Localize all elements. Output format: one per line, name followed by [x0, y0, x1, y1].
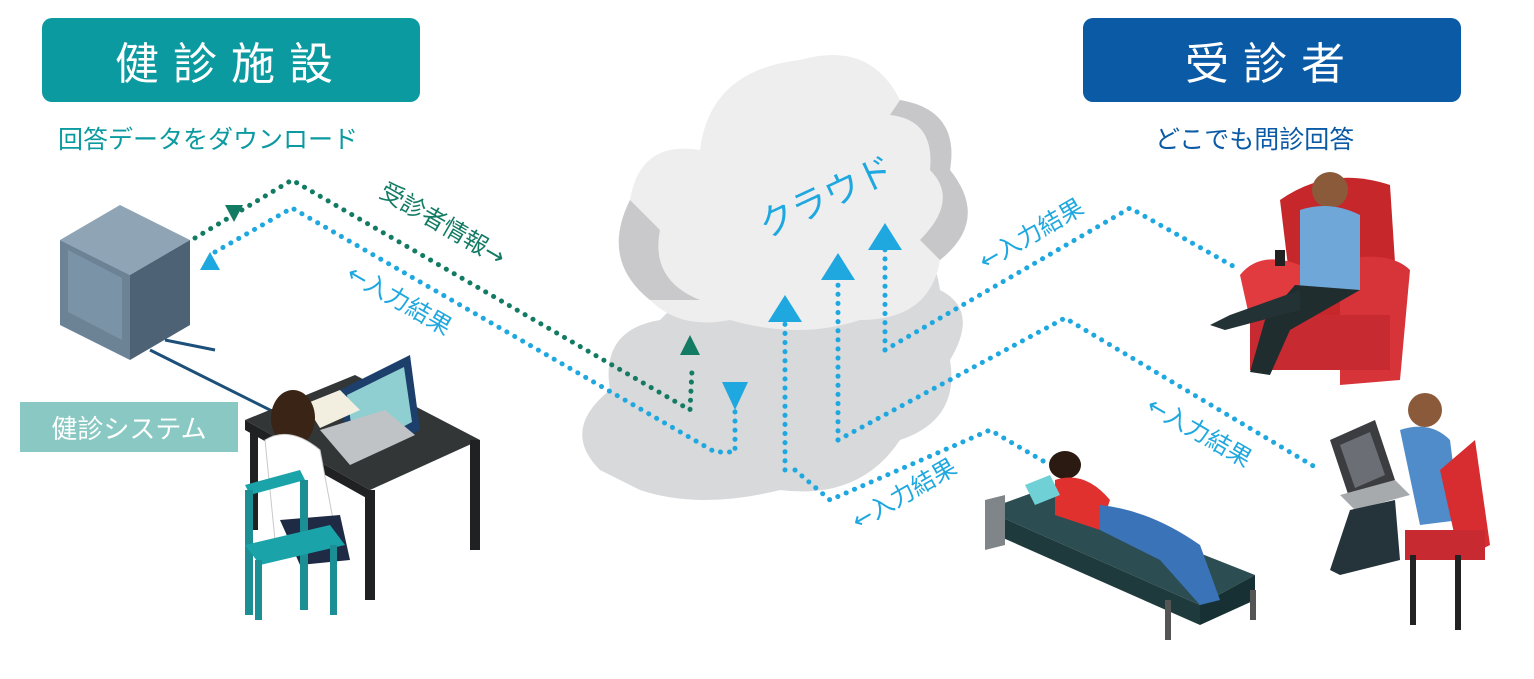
arrow-up-green [680, 335, 700, 355]
label-patient-info: 受診者情報→ [375, 177, 510, 271]
flow-top-right [882, 205, 1243, 353]
man-armchair-illustration [1210, 172, 1410, 385]
staff-desk-illustration [245, 355, 480, 620]
flow-bottom [792, 427, 1053, 503]
woman-sofa-illustration [985, 451, 1256, 640]
patient-header: 受診者 [1083, 18, 1461, 102]
facility-title: 健診施設 [115, 39, 347, 90]
system-label: 健診システム [20, 402, 238, 452]
arrow-up-2 [821, 253, 855, 280]
flow-patient-info [192, 177, 695, 415]
label-result-left: ←入力結果 [342, 259, 457, 341]
server-icon [60, 205, 291, 422]
arrow-up-1 [768, 295, 802, 322]
facility-subtitle: 回答データをダウンロード [58, 125, 359, 154]
flow-mid-right [835, 315, 1323, 473]
cloud-icon [582, 55, 968, 500]
patient-subtitle: どこでも問診回答 [1155, 125, 1355, 154]
man-laptop-illustration [1330, 393, 1490, 630]
arrow-up-3 [868, 223, 902, 250]
facility-header: 健診施設 [42, 18, 420, 102]
patient-title: 受診者 [1185, 39, 1359, 90]
arrow-down-green [225, 205, 243, 222]
label-result-top-right: ←入力結果 [974, 193, 1089, 275]
arrow-up-blue-left [200, 252, 220, 270]
label-result-mid-right: ←入力結果 [1142, 391, 1257, 473]
arrow-down-blue [722, 382, 748, 410]
